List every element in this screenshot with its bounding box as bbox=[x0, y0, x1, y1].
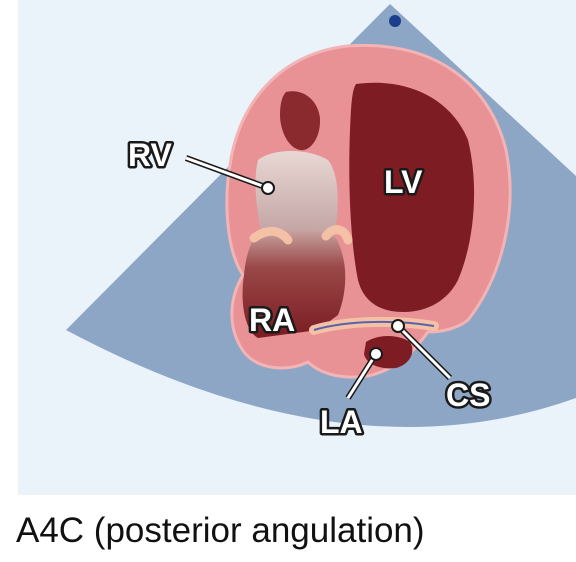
heart-diagram: RV LV RA LA CS bbox=[66, 4, 576, 443]
tricuspid-valve bbox=[249, 225, 353, 245]
la-label: LA bbox=[320, 404, 363, 440]
la-pointer bbox=[345, 347, 383, 400]
rv-cavity bbox=[280, 91, 321, 151]
rv-pointer bbox=[184, 155, 275, 195]
orientation-marker-icon bbox=[389, 15, 401, 27]
cs-label: CS bbox=[446, 377, 490, 413]
cs-pointer bbox=[391, 319, 453, 381]
rv-inflow-cavity bbox=[255, 151, 338, 240]
ra-label: RA bbox=[249, 302, 295, 338]
figure-caption: A4C (posterior angulation) bbox=[16, 511, 425, 550]
lv-cavity bbox=[349, 82, 475, 312]
lv-label: LV bbox=[384, 164, 423, 200]
diagram-panel: RV LV RA LA CS bbox=[18, 0, 576, 495]
ra-cavity bbox=[242, 228, 346, 338]
rv-label: RV bbox=[128, 137, 173, 173]
